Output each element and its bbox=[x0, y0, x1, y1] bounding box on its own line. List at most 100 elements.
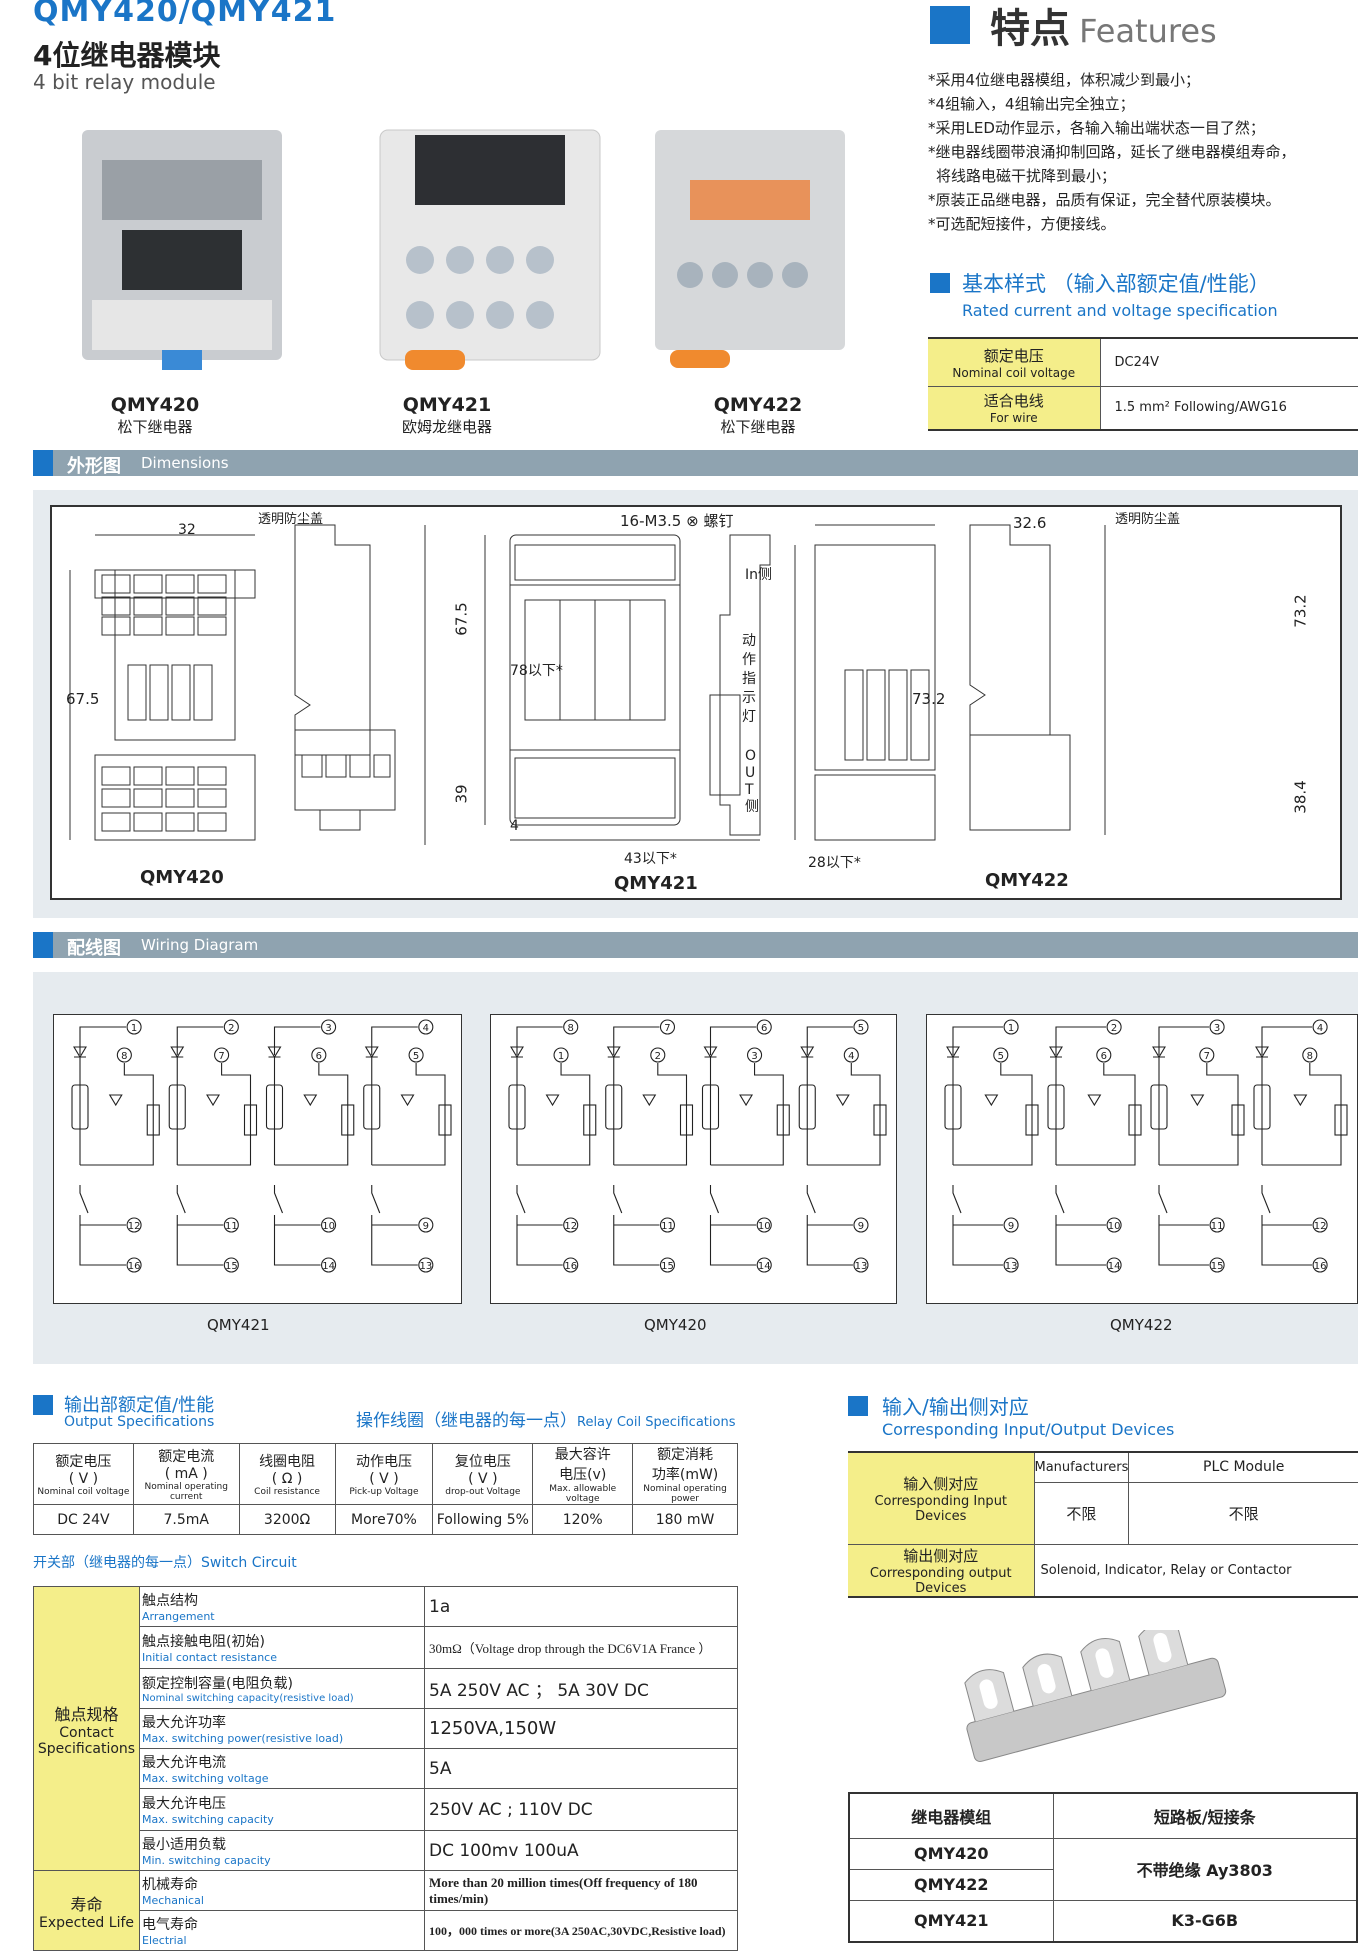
wiring-title: 配线图 bbox=[67, 938, 121, 959]
feature-item: *4组输入，4组输出完全独立； bbox=[928, 95, 1135, 113]
switch-icon bbox=[79, 1185, 127, 1266]
switch-icon bbox=[806, 1185, 853, 1266]
terminal-icon bbox=[223, 1019, 239, 1035]
terminal-icon bbox=[853, 1217, 869, 1233]
terminal-number: 15 bbox=[661, 1261, 674, 1272]
terminal-number: 1 bbox=[558, 1051, 564, 1062]
switch-icon bbox=[1261, 1185, 1313, 1266]
io-subtitle: Corresponding Input/Output Devices bbox=[882, 1420, 1175, 1439]
terminal-icon bbox=[418, 1257, 434, 1273]
terminal-number: 4 bbox=[423, 1023, 429, 1034]
relay-channel bbox=[168, 1019, 258, 1273]
feature-item: *采用LED动作显示，各输入输出端状态一目了然； bbox=[928, 119, 1265, 137]
jumper-model: QMY421 bbox=[848, 1899, 1054, 1943]
terminal-number: 3 bbox=[1214, 1023, 1220, 1034]
relay-channel bbox=[71, 1019, 160, 1273]
terminal-number: 1 bbox=[1008, 1023, 1014, 1034]
dim-label-h73-2: 73.2 bbox=[1291, 594, 1310, 628]
terminal-icon bbox=[1106, 1019, 1122, 1035]
terminal-icon bbox=[418, 1019, 434, 1035]
coil-icon bbox=[1253, 1084, 1271, 1130]
dimensions-frame bbox=[50, 505, 1342, 900]
terminal-icon bbox=[1199, 1047, 1215, 1063]
group-contact-en: Contact bbox=[59, 1724, 114, 1741]
terminal-icon bbox=[1312, 1019, 1328, 1035]
title-cn: 4位继电器模块 bbox=[33, 39, 221, 72]
terminal-number: 16 bbox=[564, 1261, 577, 1272]
terminal-number: 2 bbox=[228, 1023, 234, 1034]
dim-model-qmy420: QMY420 bbox=[140, 867, 224, 888]
coil-value: 7.5mA bbox=[132, 1504, 240, 1535]
dim-label-h78: 78以下* bbox=[510, 663, 563, 679]
title-en: 4 bit relay module bbox=[33, 70, 216, 94]
terminal-number: 9 bbox=[423, 1221, 429, 1232]
terminal-number: 11 bbox=[225, 1221, 238, 1232]
coil-value: 180 mW bbox=[632, 1504, 738, 1535]
led-icon bbox=[739, 1094, 754, 1107]
switch-icon bbox=[613, 1185, 660, 1266]
relay-channel bbox=[701, 1019, 790, 1273]
resistor-icon bbox=[1025, 1104, 1039, 1136]
dim-label-w43: 43以下* bbox=[624, 851, 677, 867]
terminal-number: 5 bbox=[413, 1051, 419, 1062]
terminal-icon bbox=[1209, 1217, 1225, 1233]
basic-value: DC24V bbox=[1114, 354, 1160, 370]
terminal-icon bbox=[553, 1047, 569, 1063]
features-title: 特点 Features bbox=[990, 6, 1217, 52]
product-desc: 松下继电器 bbox=[720, 418, 796, 436]
relay-channel bbox=[798, 1019, 887, 1273]
terminal-icon bbox=[756, 1217, 772, 1233]
dim-model-qmy421: QMY421 bbox=[614, 873, 698, 894]
product-desc: 欧姆龙继电器 bbox=[401, 418, 492, 436]
group-contact-cn: 触点规格 bbox=[54, 1704, 119, 1724]
led-icon bbox=[642, 1094, 657, 1107]
group-life-en: Expected Life bbox=[39, 1914, 134, 1931]
coil-spec-table: 额定电压( V )Nominal coil voltage 额定电流( mA )… bbox=[33, 1443, 738, 1535]
relay-channel bbox=[508, 1019, 597, 1273]
led-icon bbox=[108, 1094, 123, 1107]
coil-title: 操作线圈（继电器的每一点）Relay Coil Specifications bbox=[356, 1411, 736, 1431]
terminal-number: 14 bbox=[322, 1261, 335, 1272]
basic-subtitle: Rated current and voltage specification bbox=[962, 301, 1278, 320]
terminal-number: 12 bbox=[564, 1221, 577, 1232]
terminal-icon bbox=[993, 1047, 1009, 1063]
coil-icon bbox=[363, 1084, 381, 1130]
terminal-number: 8 bbox=[568, 1023, 574, 1034]
dim-label-w28: 28以下* bbox=[808, 855, 861, 871]
resistor-icon bbox=[438, 1104, 452, 1136]
coil-icon bbox=[944, 1084, 962, 1130]
io-col-manufacturers: Manufacturers bbox=[1033, 1451, 1130, 1483]
led-icon bbox=[545, 1094, 560, 1107]
terminal-number: 12 bbox=[128, 1221, 141, 1232]
terminal-number: 6 bbox=[316, 1051, 322, 1062]
wiring-bar: 配线图 Wiring Diagram bbox=[33, 932, 1358, 959]
coil-icon bbox=[605, 1084, 623, 1130]
feature-item: 将线路电磁干扰降到最小； bbox=[936, 167, 1117, 185]
terminal-number: 2 bbox=[655, 1051, 661, 1062]
terminal-number: 5 bbox=[998, 1051, 1004, 1062]
switch-icon bbox=[176, 1185, 224, 1266]
terminal-number: 15 bbox=[225, 1261, 238, 1272]
switch-value: DC 100mv 100uA bbox=[424, 1830, 738, 1871]
io-table: 输入侧对应 Corresponding Input Devices Manufa… bbox=[848, 1451, 1358, 1598]
wiring-label: QMY422 bbox=[1110, 1316, 1173, 1334]
basic-label-en: Nominal coil voltage bbox=[952, 365, 1076, 380]
terminal-number: 7 bbox=[218, 1051, 224, 1062]
terminal-icon bbox=[126, 1217, 142, 1233]
switch-icon bbox=[273, 1185, 321, 1266]
relay-channel bbox=[1253, 1019, 1348, 1273]
wiring-subtitle: Wiring Diagram bbox=[141, 936, 259, 954]
coil-value: DC 24V bbox=[33, 1504, 134, 1535]
coil-icon bbox=[508, 1084, 526, 1130]
terminal-number: 16 bbox=[128, 1261, 141, 1272]
switch-icon bbox=[371, 1185, 418, 1266]
output-subtitle: Output Specifications bbox=[64, 1414, 215, 1430]
dim-label-h73-2: 73.2 bbox=[912, 690, 946, 708]
terminal-number: 4 bbox=[848, 1051, 854, 1062]
terminal-icon bbox=[126, 1257, 142, 1273]
coil-icon bbox=[168, 1084, 186, 1130]
group-contact-en: Specifications bbox=[37, 1740, 136, 1757]
switch-value: More than 20 million times(Off frequency… bbox=[424, 1870, 738, 1911]
qmy422-side bbox=[969, 524, 1106, 835]
dim-label-screws: 16-M3.5 ⊗ 螺钉 bbox=[620, 512, 734, 530]
